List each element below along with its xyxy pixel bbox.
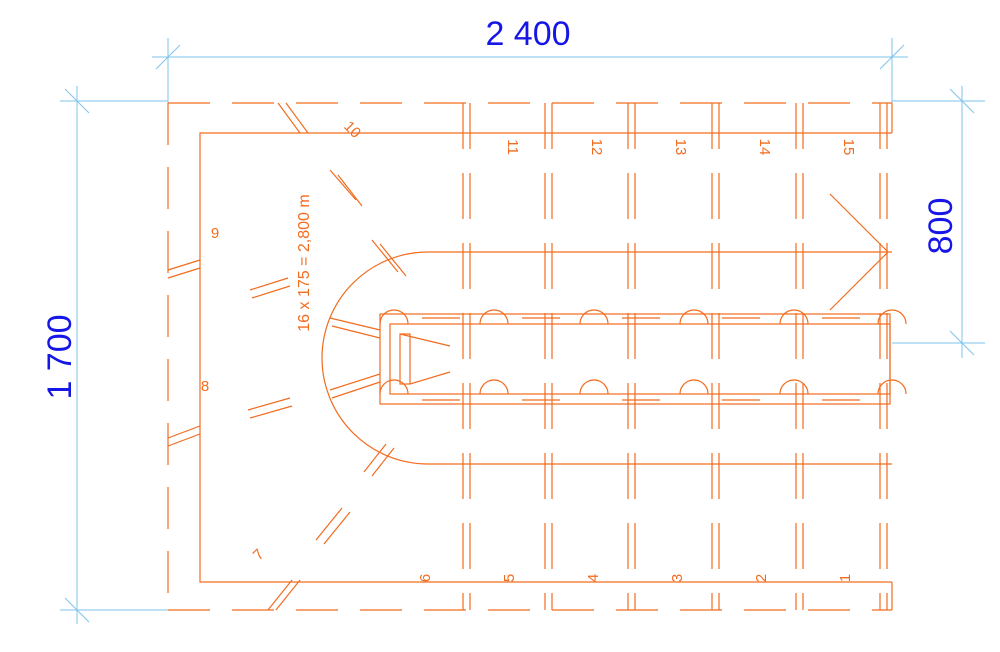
dimension-lines xyxy=(60,38,985,624)
height-tick-top xyxy=(64,88,90,114)
step-number-10: 10 xyxy=(340,118,364,142)
winder-treads xyxy=(167,102,407,611)
stair-drawing xyxy=(167,102,907,611)
landing-dimension-label: 800 xyxy=(922,198,960,255)
step-numbers: 1 2 3 4 5 6 7 8 9 10 11 12 13 14 15 xyxy=(201,118,857,582)
baluster-bottom-2 xyxy=(579,379,609,395)
walking-line-arrow xyxy=(829,193,889,311)
step-number-7: 7 xyxy=(250,546,268,564)
baluster-bottom-1 xyxy=(479,379,509,395)
step-number-13: 13 xyxy=(672,139,689,156)
step-number-6: 6 xyxy=(417,574,434,582)
step-number-15: 15 xyxy=(840,139,857,156)
height-tick-bottom xyxy=(64,597,90,623)
landing-tick-bottom xyxy=(949,330,975,356)
tread-lines xyxy=(462,103,888,610)
baluster-top-5 xyxy=(877,309,907,325)
width-tick-left xyxy=(155,44,181,70)
baluster-top-3 xyxy=(679,309,709,325)
baluster-top-2 xyxy=(579,309,609,325)
step-number-4: 4 xyxy=(585,574,602,582)
inner-boundary xyxy=(199,103,893,610)
baluster-bottom-0 xyxy=(379,379,409,395)
width-tick-right xyxy=(879,44,905,70)
baluster-bottom-3 xyxy=(679,379,709,395)
baluster-top-4 xyxy=(779,309,809,325)
rise-formula-label: 16 x 175 = 2,800 m xyxy=(296,194,313,331)
baluster-top-0 xyxy=(379,309,409,325)
step-number-5: 5 xyxy=(501,574,518,582)
baluster-top-1 xyxy=(479,309,509,325)
height-dimension-label: 1 700 xyxy=(41,314,79,399)
step-number-2: 2 xyxy=(753,574,770,582)
landing-tick-top xyxy=(949,88,975,114)
baluster-bottom-5 xyxy=(877,379,907,395)
outer-boundary-dashed xyxy=(167,102,892,611)
baluster-bottom-4 xyxy=(779,379,809,395)
walking-line xyxy=(321,193,892,465)
width-dimension-label: 2 400 xyxy=(485,15,570,53)
step-number-14: 14 xyxy=(756,139,773,156)
step-number-8: 8 xyxy=(201,378,209,395)
step-number-3: 3 xyxy=(669,574,686,582)
step-number-11: 11 xyxy=(504,139,521,155)
stair-well-handrail xyxy=(379,309,907,405)
step-number-9: 9 xyxy=(211,225,219,242)
step-number-1: 1 xyxy=(837,574,854,582)
step-number-12: 12 xyxy=(588,139,605,156)
